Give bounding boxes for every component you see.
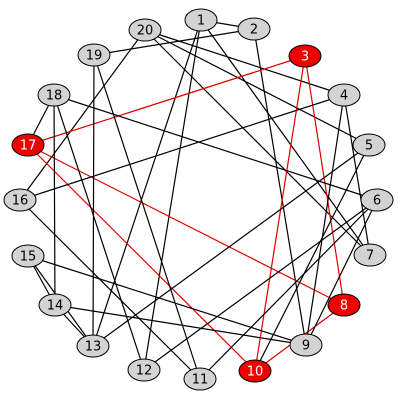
node-2-label: 2 — [250, 23, 258, 38]
edge-1-12 — [143, 19, 202, 371]
node-8-circle — [327, 293, 361, 317]
edge-19-11 — [93, 54, 201, 380]
node-13: 13 — [76, 334, 110, 358]
node-7: 7 — [353, 243, 387, 267]
node-16: 16 — [3, 188, 37, 212]
node-18-label: 18 — [46, 89, 63, 104]
node-4: 4 — [327, 83, 361, 107]
node-20-label: 20 — [137, 24, 154, 39]
node-19-circle — [77, 43, 111, 67]
node-8: 8 — [327, 293, 361, 317]
node-12: 12 — [127, 358, 161, 382]
node-1-label: 1 — [197, 14, 205, 29]
node-4-label: 4 — [340, 89, 348, 104]
node-10: 10 — [238, 359, 272, 383]
edge-20-16 — [19, 29, 146, 201]
node-10-label: 10 — [247, 365, 264, 380]
edge-16-11 — [19, 199, 201, 380]
node-17-circle — [11, 133, 45, 157]
node-11-circle — [183, 367, 217, 391]
edge-1-13 — [92, 19, 202, 347]
node-1: 1 — [184, 8, 218, 32]
node-14-circle — [38, 293, 72, 317]
edge-18-14 — [53, 94, 56, 306]
node-3-circle — [288, 44, 322, 68]
node-5-circle — [352, 133, 386, 157]
node-13-circle — [76, 334, 110, 358]
edge-1-7 — [200, 19, 371, 256]
edge-19-13 — [92, 54, 95, 347]
edge-6-12 — [143, 199, 378, 371]
edge-4-16 — [19, 94, 345, 201]
node-3: 3 — [288, 44, 322, 68]
node-17: 17 — [11, 133, 45, 157]
edge-3-17-highlighted — [27, 55, 306, 146]
edge-15-9 — [27, 255, 307, 346]
edge-3-10-highlighted — [254, 55, 306, 372]
node-14-label: 14 — [47, 299, 64, 314]
node-17-label: 17 — [20, 139, 37, 154]
edge-4-7 — [343, 94, 371, 256]
node-3-label: 3 — [301, 50, 309, 65]
node-11-label: 11 — [192, 373, 209, 388]
node-19: 19 — [77, 43, 111, 67]
node-9: 9 — [289, 333, 323, 357]
edge-6-9 — [305, 199, 378, 346]
node-16-circle — [3, 188, 37, 212]
edge-2-19 — [93, 28, 255, 56]
node-2-circle — [237, 17, 271, 41]
edge-14-9 — [54, 304, 307, 346]
edge-17-10-highlighted — [27, 144, 256, 372]
node-9-label: 9 — [302, 339, 310, 354]
node-15-circle — [11, 244, 45, 268]
node-5-label: 5 — [365, 139, 373, 154]
edge-8-17-highlighted — [27, 144, 345, 306]
node-13-label: 13 — [85, 340, 102, 355]
node-6-circle — [360, 188, 394, 212]
node-12-label: 12 — [136, 364, 153, 379]
node-15: 15 — [11, 244, 45, 268]
node-4-circle — [327, 83, 361, 107]
edge-18-12 — [53, 94, 145, 371]
edges-layer — [19, 19, 378, 380]
node-15-label: 15 — [20, 250, 37, 265]
node-6: 6 — [360, 188, 394, 212]
edge-6-11 — [199, 199, 378, 380]
edge-2-9 — [253, 28, 307, 346]
node-11: 11 — [183, 367, 217, 391]
edge-3-8-highlighted — [304, 55, 345, 306]
node-1-circle — [184, 8, 218, 32]
node-12-circle — [127, 358, 161, 382]
edge-20-5 — [144, 29, 370, 146]
node-20: 20 — [128, 18, 162, 42]
node-19-label: 19 — [86, 49, 103, 64]
node-18-circle — [37, 83, 71, 107]
node-2: 2 — [237, 17, 271, 41]
node-10-circle — [238, 359, 272, 383]
node-16-label: 16 — [12, 194, 29, 209]
edge-5-10 — [254, 144, 370, 372]
node-7-label: 7 — [366, 249, 374, 264]
node-9-circle — [289, 333, 323, 357]
node-14: 14 — [38, 293, 72, 317]
node-8-label: 8 — [340, 299, 348, 314]
node-5: 5 — [352, 133, 386, 157]
node-7-circle — [353, 243, 387, 267]
edge-18-6 — [53, 94, 378, 201]
node-6-label: 6 — [373, 194, 381, 209]
edge-20-4 — [144, 29, 345, 96]
node-20-circle — [128, 18, 162, 42]
edge-5-13 — [92, 144, 370, 347]
node-18: 18 — [37, 83, 71, 107]
edge-4-9 — [305, 94, 345, 346]
